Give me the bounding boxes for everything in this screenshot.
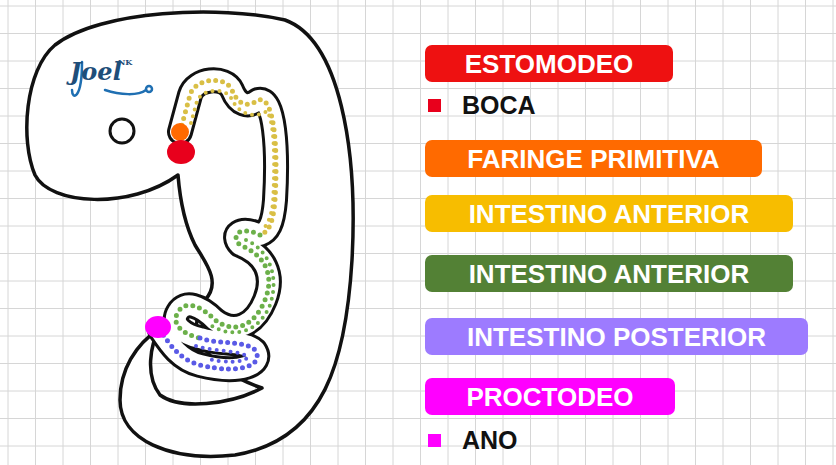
legend-swatch (428, 434, 441, 447)
grid-line (0, 253, 836, 254)
eye (110, 119, 134, 143)
part-name: ESTOMODEO (465, 51, 634, 77)
color-bar: INTESTINO ANTERIOR (425, 195, 793, 232)
legend-item: BOCA (428, 93, 536, 118)
embryo-outline (27, 12, 353, 456)
gut-lumen (160, 80, 276, 369)
legend-swatch (428, 99, 441, 112)
midgut-dots (176, 231, 269, 338)
grid-line (0, 446, 836, 447)
hindgut-dots (160, 330, 257, 369)
legend-item: ANO (428, 428, 518, 453)
color-bar: PROCTODEO (425, 378, 675, 415)
grid-line (8, 0, 9, 465)
grid-line (365, 0, 366, 465)
hindgut-dots (196, 346, 248, 362)
grid-line (833, 0, 834, 465)
watermark: Joel (70, 60, 122, 84)
gut-wall (160, 80, 276, 369)
foregut-dots (180, 80, 276, 235)
part-name: FARINGE PRIMITIVA (467, 146, 719, 172)
grid-line (750, 0, 751, 465)
watermark: NK (118, 58, 132, 66)
grid-line (420, 0, 421, 465)
color-bar: INTESTINO ANTERIOR (425, 255, 793, 292)
grid-line (778, 0, 779, 465)
legend-label: BOCA (462, 93, 536, 118)
logo-chestpiece (146, 86, 152, 92)
proctodeum-dot (145, 316, 171, 338)
color-bar: FARINGE PRIMITIVA (425, 140, 762, 177)
grid-line (0, 363, 836, 364)
foregut-dots (191, 91, 274, 229)
part-name: INTESTINO ANTERIOR (469, 201, 750, 227)
color-bar: INTESTINO POSTERIOR (425, 318, 808, 355)
midgut-dots (212, 240, 274, 332)
grid-line (0, 308, 836, 309)
grid-line (393, 0, 394, 465)
stomodeum-dot (167, 140, 195, 164)
legend-label: ANO (462, 428, 518, 453)
grid-line (805, 0, 806, 465)
gut-tube (160, 80, 276, 369)
part-name: INTESTINO ANTERIOR (469, 261, 750, 287)
part-name: INTESTINO POSTERIOR (467, 324, 766, 350)
grid-line (723, 0, 724, 465)
primitive-pharynx-dot (171, 123, 189, 141)
grid-line (695, 0, 696, 465)
part-name: PROCTODEO (466, 384, 633, 410)
grid-line (0, 6, 836, 7)
color-bar: ESTOMODEO (425, 45, 673, 82)
